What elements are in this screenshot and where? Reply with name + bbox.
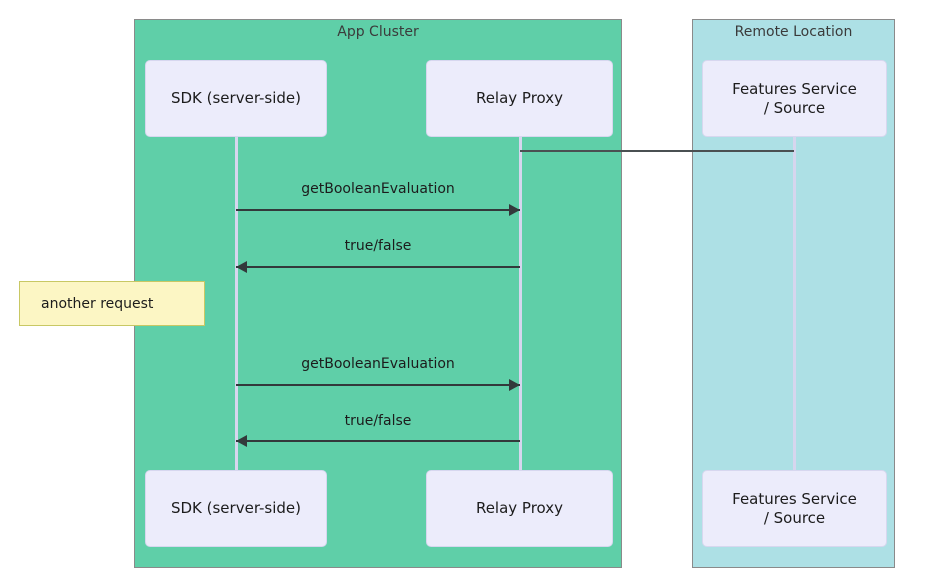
participant-box-relay-proxy-top[interactable]: Relay Proxy xyxy=(426,60,613,137)
message-label-msg-1: getBooleanEvaluation xyxy=(301,181,455,197)
participant-box-relay-proxy-bottom[interactable]: Relay Proxy xyxy=(426,470,613,547)
group-app-cluster-label: App Cluster xyxy=(337,24,419,40)
arrowhead-right-icon xyxy=(509,204,520,216)
lifeline-sdk xyxy=(235,137,238,470)
message-label-msg-3: getBooleanEvaluation xyxy=(301,356,455,372)
message-line-msg-3 xyxy=(236,384,520,386)
message-line-msg-1 xyxy=(236,209,520,211)
note-another-request: another request xyxy=(19,281,205,326)
message-line-msg-2 xyxy=(236,266,520,268)
participant-box-features-service-top[interactable]: Features Service / Source xyxy=(702,60,887,137)
lifeline-relay-proxy xyxy=(519,137,522,470)
message-line-msg-4 xyxy=(236,440,520,442)
participant-box-sdk-top[interactable]: SDK (server-side) xyxy=(145,60,327,137)
arrowhead-left-icon xyxy=(236,435,247,447)
note-another-request-label: another request xyxy=(41,295,154,312)
arrowhead-left-icon xyxy=(236,261,247,273)
connector-relay-proxy-to-features-service xyxy=(520,150,794,152)
message-label-msg-2: true/false xyxy=(344,238,412,254)
group-remote-location-label: Remote Location xyxy=(734,24,853,40)
message-label-msg-4: true/false xyxy=(344,413,412,429)
arrowhead-right-icon xyxy=(509,379,520,391)
participant-box-features-service-bottom[interactable]: Features Service / Source xyxy=(702,470,887,547)
lifeline-features-service xyxy=(793,137,796,470)
participant-box-sdk-bottom[interactable]: SDK (server-side) xyxy=(145,470,327,547)
